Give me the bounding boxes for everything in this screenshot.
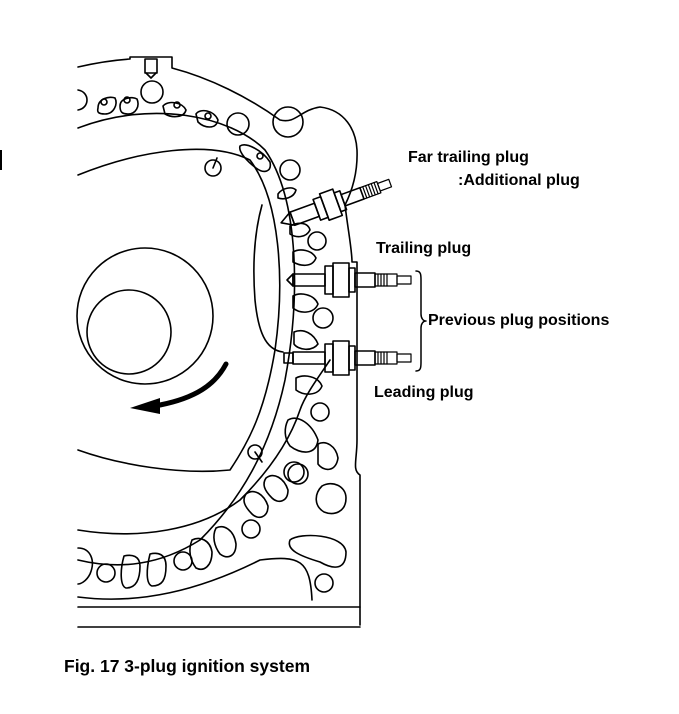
trochoid-chamber-wall [77,148,281,473]
top-coolant-passages [77,80,304,200]
trailing-spark-plug [286,262,412,298]
label-previous-plug-positions: Previous plug positions [428,312,610,329]
apex-pin-bottom-line [254,451,263,463]
far-trailing-spark-plug [280,178,393,227]
label-additional-plug: :Additional plug [458,172,580,189]
label-far-trailing-plug: Far trailing plug [408,149,529,166]
rotation-arrowhead [130,398,160,414]
eccentric-inner-circle [86,289,172,375]
housing-inner-contour [77,112,296,566]
previous-positions-brace [415,270,427,372]
top-dowel-tip [145,72,157,79]
apex-pin-bottom [247,444,263,460]
housing-outer-contour [77,56,361,626]
eccentric-outer-circle [76,247,214,385]
page-edge-mark [0,150,2,170]
label-trailing-plug: Trailing plug [376,240,472,257]
rotation-arrow [157,361,229,408]
apex-pin-top [204,159,222,177]
bottom-rib-contour [77,557,313,601]
leading-spark-plug [283,340,412,376]
rotor-flank [253,204,284,353]
top-dowel [144,58,158,74]
bottom-coolant-passages [77,461,347,593]
side-coolant-passages [284,222,339,485]
figure-caption: Fig. 17 3-plug ignition system [64,656,310,676]
apex-pin-top-line [212,157,218,169]
label-leading-plug: Leading plug [374,384,474,401]
